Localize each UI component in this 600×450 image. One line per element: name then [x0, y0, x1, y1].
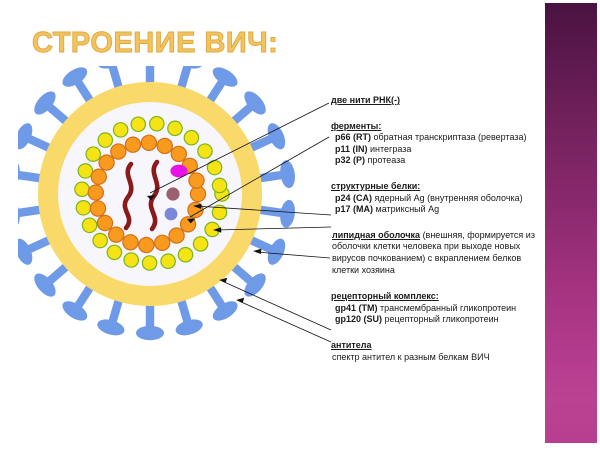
- spacer: [331, 216, 545, 230]
- annotation-enzymes: ферменты: p66 (RT) обратная транскриптаз…: [331, 121, 545, 167]
- decorative-purple-band: [545, 3, 597, 443]
- annotation-structural-code: p17 (MA): [335, 204, 373, 215]
- enzyme-p66-marker: [170, 164, 188, 178]
- annotation-structural-heading: структурные белки:: [331, 180, 421, 191]
- page-title: СТРОЕНИЕ ВИЧ:: [32, 27, 279, 60]
- annotation-enzyme-code: p32 (P): [335, 155, 366, 166]
- spacer: [331, 326, 545, 340]
- annotation-enzyme-item: p11 (IN) интеграза: [331, 144, 545, 156]
- spacer: [331, 107, 545, 121]
- annotation-enzyme-item: p66 (RT) обратная транскриптаза (реверта…: [331, 132, 545, 144]
- annotation-lipid-envelope: липидная оболочка (внешняя, формируется …: [331, 230, 545, 276]
- annotation-receptor-code: gp120 (SU): [335, 314, 383, 325]
- enzyme-p11-marker: [166, 187, 180, 201]
- hiv-virion-diagram: [18, 66, 308, 346]
- annotation-receptor-text: трансмембранный гликопротеин: [377, 302, 517, 313]
- annotation-structural-code: p24 (CA): [335, 192, 373, 203]
- annotation-receptor-complex: рецепторный комплекс: gp41 (TM) трансмем…: [331, 291, 545, 326]
- annotation-structural-item: p24 (CA) ядерный Ag (внутренняя оболочка…: [331, 193, 545, 205]
- annotation-rna-heading: две нити РНК(-): [331, 95, 401, 105]
- annotation-lipid-lead: липидная оболочка: [332, 229, 421, 240]
- spacer: [331, 167, 545, 181]
- annotation-enzyme-text: обратная транскриптаза (ревертаза): [371, 132, 527, 143]
- annotation-enzyme-item: p32 (P) протеаза: [331, 155, 545, 167]
- annotation-structural-text: ядерный Ag (внутренняя оболочка): [372, 192, 523, 203]
- annotation-list: две нити РНК(-) ферменты: p66 (RT) обрат…: [331, 95, 545, 363]
- annotation-enzymes-heading: ферменты:: [331, 120, 382, 131]
- annotation-enzyme-code: p66 (RT): [335, 132, 371, 143]
- annotation-structural-proteins: структурные белки: p24 (CA) ядерный Ag (…: [331, 181, 545, 216]
- annotation-enzyme-code: p11 (IN): [335, 143, 368, 154]
- annotation-receptor-code: gp41 (TM): [335, 302, 378, 313]
- annotation-rna: две нити РНК(-): [331, 95, 545, 107]
- annotation-lipid-text: (внешняя, формируется из оболочки клетки…: [332, 229, 535, 275]
- annotation-receptor-heading: рецепторный комплекс:: [331, 291, 439, 302]
- annotation-structural-text: матриксный Ag: [373, 204, 440, 215]
- annotation-antibodies-heading: антитела: [331, 339, 372, 350]
- annotation-structural-item: p17 (MA) матриксный Ag: [331, 204, 545, 216]
- enzyme-p32-marker: [164, 207, 178, 221]
- annotation-antibodies-text: спектр антител к разным белкам ВИЧ: [332, 351, 490, 362]
- annotation-enzyme-text: интеграза: [367, 143, 412, 154]
- annotation-receptor-item: gp41 (TM) трансмембранный гликопротеин: [331, 303, 545, 315]
- annotation-enzyme-text: протеаза: [365, 155, 406, 166]
- spacer: [331, 276, 545, 291]
- annotation-receptor-item: gp120 (SU) рецепторный гликопротеин: [331, 314, 545, 326]
- annotation-antibodies: антитела спектр антител к разным белкам …: [331, 340, 545, 363]
- annotation-receptor-text: рецепторный гликопротеин: [382, 314, 499, 325]
